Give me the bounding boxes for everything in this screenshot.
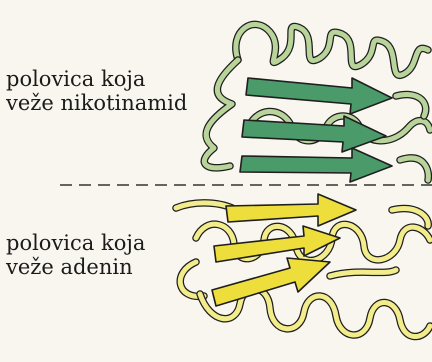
nicotinamide-domain	[204, 24, 430, 182]
helix-top-green	[236, 24, 428, 75]
adenine-domain	[176, 194, 430, 337]
beta-strand-green-2	[242, 116, 386, 152]
beta-strand-green-3	[240, 148, 392, 182]
loop-yellow-right	[330, 209, 428, 276]
beta-strand-yellow-1	[226, 194, 356, 226]
loop-green-left	[204, 60, 238, 168]
